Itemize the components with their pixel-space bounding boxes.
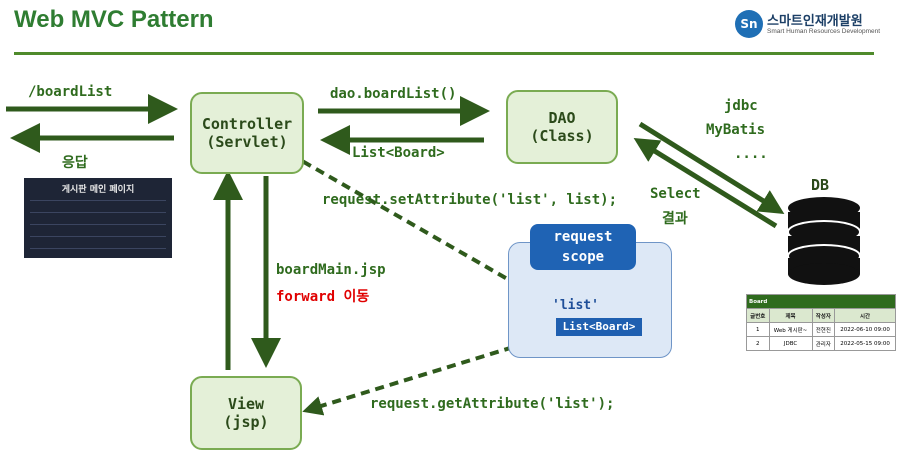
logo-name: 스마트인재개발원 [767,14,863,29]
db-label: DB [811,176,830,194]
table-header: 작성자 [811,308,836,323]
set-attribute-label: request.setAttribute('list', list); [322,192,618,208]
dao-return-label: List<Board> [352,145,445,161]
table-caption: Board [746,294,896,309]
select-label: Select [650,186,701,202]
get-attribute-label: request.getAttribute('list'); [370,396,615,412]
title-divider [14,52,874,55]
dao-label: DAO [548,109,576,127]
jdbc-label: jdbc [724,98,758,114]
table-cell: 전현진 [811,322,836,337]
request-label: /boardList [28,84,113,100]
controller-box: Controller (Servlet) [190,92,304,174]
thumbnail-rule [30,224,166,225]
view-label: View [227,395,265,413]
board-page-thumbnail: 게시판 메인 페이지 [24,178,172,258]
database-icon [787,197,861,285]
logo-subtitle: Smart Human Resources Development [767,28,881,35]
forward-label: forward [276,289,336,305]
request-scope-header: request scope [530,224,636,270]
table-row: 1 Web 게시판~ 전현진 2022-06-10 09:00 [746,322,896,337]
dao-call-label: dao.boardList() [330,86,457,102]
logo-mark-icon: Sn [735,10,763,38]
thumbnail-title: 게시판 메인 페이지 [61,185,135,195]
thumbnail-rule [30,200,166,201]
table-cell: Web 게시판~ [768,322,813,337]
get-attribute-arrow [302,332,557,416]
controller-label: Controller [201,115,293,133]
mybatis-label: MyBatis [706,122,766,138]
scope-title-line2: scope [561,249,605,265]
dao-sublabel: (Class) [530,127,594,145]
thumbnail-rule [30,236,166,237]
move-label: 이동 [343,289,370,305]
set-attribute-arrow [289,152,550,303]
company-logo: Sn 스마트인재개발원 Smart Human Resources Develo… [735,10,895,44]
table-cell: 2 [746,336,770,351]
table-cell: 2022-06-10 09:00 [834,322,896,337]
dao-box: DAO (Class) [506,90,618,164]
view-sublabel: (jsp) [223,413,269,431]
table-cell: 1 [746,322,770,337]
thumbnail-rule [30,212,166,213]
table-cell: 관리자 [811,336,836,351]
table-header: 시간 [834,308,896,323]
board-table: Board 글번호 제목 작성자 시간 1 Web 게시판~ 전현진 2022-… [746,294,896,351]
table-header: 제목 [768,308,813,323]
page-title: Web MVC Pattern [14,6,214,33]
result-label: 결과 [662,211,688,227]
forward-move-label: forward 이동 [276,286,369,306]
dao-to-db-arrow [638,121,785,214]
thumbnail-rule [30,248,166,249]
scope-attribute-value: List<Board> [556,318,642,336]
ellipsis-label: .... [734,146,768,162]
scope-title-line1: request [553,229,613,245]
board-main-label: boardMain.jsp [276,262,386,278]
table-cell: JDBC [768,336,813,351]
table-row: 2 JDBC 관리자 2022-05-15 09:00 [746,336,896,351]
controller-sublabel: (Servlet) [206,133,288,151]
view-box: View (jsp) [190,376,302,450]
table-header: 글번호 [746,308,770,323]
scope-attribute-key: 'list' [552,298,599,313]
db-to-dao-arrow [633,138,778,229]
table-cell: 2022-05-15 09:00 [834,336,896,351]
response-label: 응답 [62,155,88,171]
